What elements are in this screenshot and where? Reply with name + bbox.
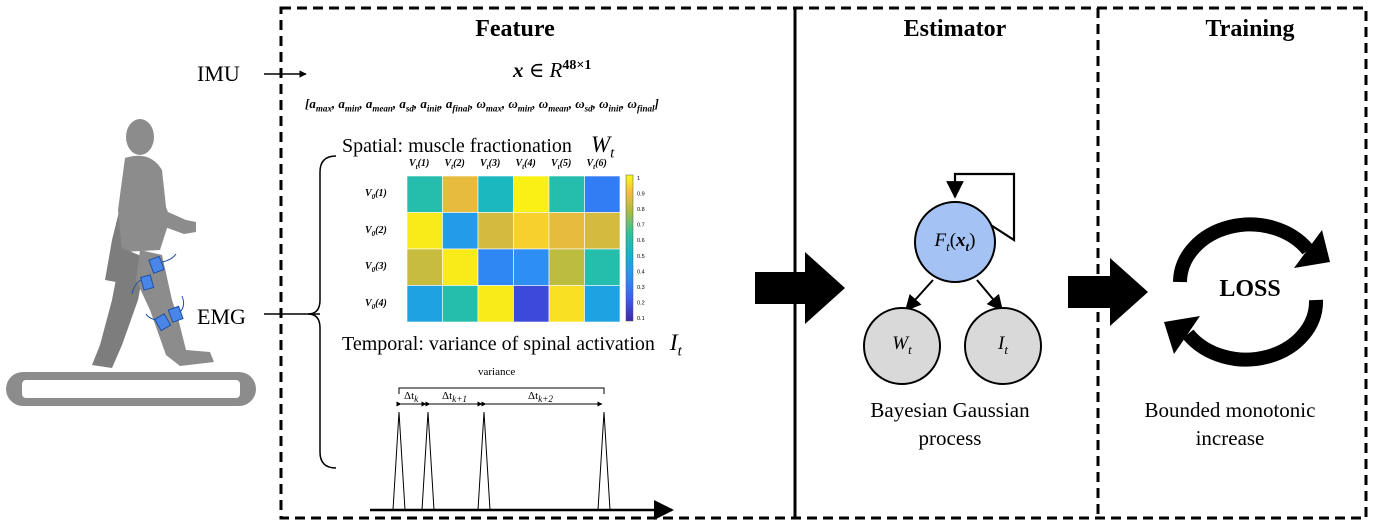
spatial-label: Spatial: muscle fractionation Wt — [342, 132, 615, 162]
interval-label-2: Δtk+1 — [442, 390, 467, 405]
variance-label: variance — [478, 366, 516, 378]
heatmap-cell-r4-c3 — [477, 285, 514, 323]
feature-vector-components: [amax, amin, amean, asd, ainit, afinal, … — [305, 96, 659, 114]
colorbar-tick-10: 0.1 — [637, 316, 645, 322]
loss-label: LOSS — [1219, 276, 1281, 302]
heatmap-col-label-5: Vt(5) — [551, 158, 572, 171]
heatmap-cell-r4-c6 — [584, 285, 621, 323]
panel-borders — [279, 6, 1368, 520]
heatmap-col-label-2: Vt(2) — [444, 158, 465, 171]
heatmap-cell-r1-c6 — [584, 175, 621, 213]
heatmap-cell-r4-c4 — [513, 285, 550, 323]
colorbar-ticks: 1 0.9 0.8 0.7 0.6 0.5 0.4 0.3 0.2 0.1 — [637, 176, 645, 322]
heatmap-cell-r4-c1 — [406, 285, 443, 323]
node-f — [914, 201, 996, 283]
node-i — [964, 307, 1042, 385]
loss-cycle-icon — [1164, 217, 1330, 367]
arrow-feature-to-estimator — [755, 252, 845, 324]
heatmap-cell-r4-c2 — [442, 285, 479, 323]
heatmap-cell-r1-c1 — [406, 175, 443, 213]
heatmap-cell-r1-c3 — [477, 175, 514, 213]
training-caption: Bounded monotonic increase — [1144, 398, 1316, 450]
colorbar-tick-7: 0.4 — [637, 269, 645, 275]
heatmap-row-label-4: V0(4) — [365, 297, 387, 311]
interval-label-3: Δtk+2 — [528, 390, 553, 405]
heatmap-cell-r2-c2 — [442, 212, 479, 250]
heatmap-cell-r2-c1 — [406, 212, 443, 250]
heatmap-cell-r2-c3 — [477, 212, 514, 250]
heatmap-cell-r1-c5 — [548, 175, 585, 213]
colorbar-tick-6: 0.5 — [637, 254, 645, 260]
estimator-caption: Bayesian Gaussian process — [870, 398, 1030, 450]
heatmap-col-label-3: Vt(3) — [480, 158, 501, 171]
panel-title-feature: Feature — [475, 16, 555, 42]
edge-to-i — [976, 279, 1004, 312]
panel-title-training: Training — [1205, 16, 1295, 42]
colorbar-tick-4: 0.7 — [637, 223, 645, 229]
node-i-label: It — [998, 333, 1008, 357]
colorbar-tick-3: 0.8 — [637, 207, 645, 213]
spike-train — [370, 387, 674, 520]
feature-vector-formula: x ∈ R48×1 — [513, 58, 592, 82]
arrow-estimator-to-training — [1068, 258, 1148, 326]
node-w — [863, 307, 941, 385]
colorbar-tick-1: 1 — [637, 176, 640, 182]
heatmap-cell-r3-c3 — [477, 248, 514, 286]
node-w-label: Wt — [892, 333, 912, 357]
heatmap-col-label-1: Vt(1) — [409, 158, 430, 171]
colorbar-tick-9: 0.2 — [637, 300, 645, 306]
heatmap-cell-r1-c2 — [442, 175, 479, 213]
edge-to-w — [904, 279, 934, 312]
heatmap-row-label-2: V0(2) — [365, 224, 387, 238]
heatmap-row-label-1: V0(1) — [365, 188, 387, 201]
heatmap-col-label-6: Vt(6) — [586, 158, 607, 171]
colorbar — [625, 174, 634, 322]
colorbar-tick-2: 0.9 — [637, 192, 645, 198]
colorbar-tick-5: 0.6 — [637, 238, 645, 244]
imu-label: IMU — [197, 61, 240, 86]
heatmap-cell-r2-c5 — [548, 212, 585, 250]
panel-title-estimator: Estimator — [903, 16, 1007, 42]
heatmap-col-label-4: Vt(4) — [515, 158, 536, 171]
walking-person-icon — [6, 119, 256, 406]
heatmap-cell-r3-c6 — [584, 248, 621, 286]
emg-label: EMG — [197, 304, 246, 329]
bayesian-graph — [863, 172, 1042, 385]
feature-brace — [307, 155, 337, 469]
heatmap-cell-r2-c6 — [584, 212, 621, 250]
heatmap-row-label-3: V0(3) — [365, 261, 387, 274]
heatmap-cell-r3-c2 — [442, 248, 479, 286]
heatmap-cell-r3-c4 — [513, 248, 550, 286]
heatmap-cell-r2-c4 — [513, 212, 550, 250]
heatmap-cell-r1-c4 — [513, 175, 550, 213]
outer-dashed-frame — [279, 6, 1368, 520]
interval-label-1: Δtk — [404, 390, 419, 405]
self-loop-arrow — [946, 172, 1016, 243]
heatmap-cell-r3-c5 — [548, 248, 585, 286]
heatmap-cell-r3-c1 — [406, 248, 443, 286]
heatmap-cell-r4-c5 — [548, 285, 585, 323]
heatmap-grid — [406, 175, 621, 323]
colorbar-tick-8: 0.3 — [637, 285, 645, 291]
feature-components-text: amax, amin, amean, asd, ainit, afinal, ω… — [309, 96, 655, 114]
node-f-label: Ft(txt) — [934, 230, 976, 254]
temporal-label: Temporal: variance of spinal activation … — [342, 330, 682, 360]
